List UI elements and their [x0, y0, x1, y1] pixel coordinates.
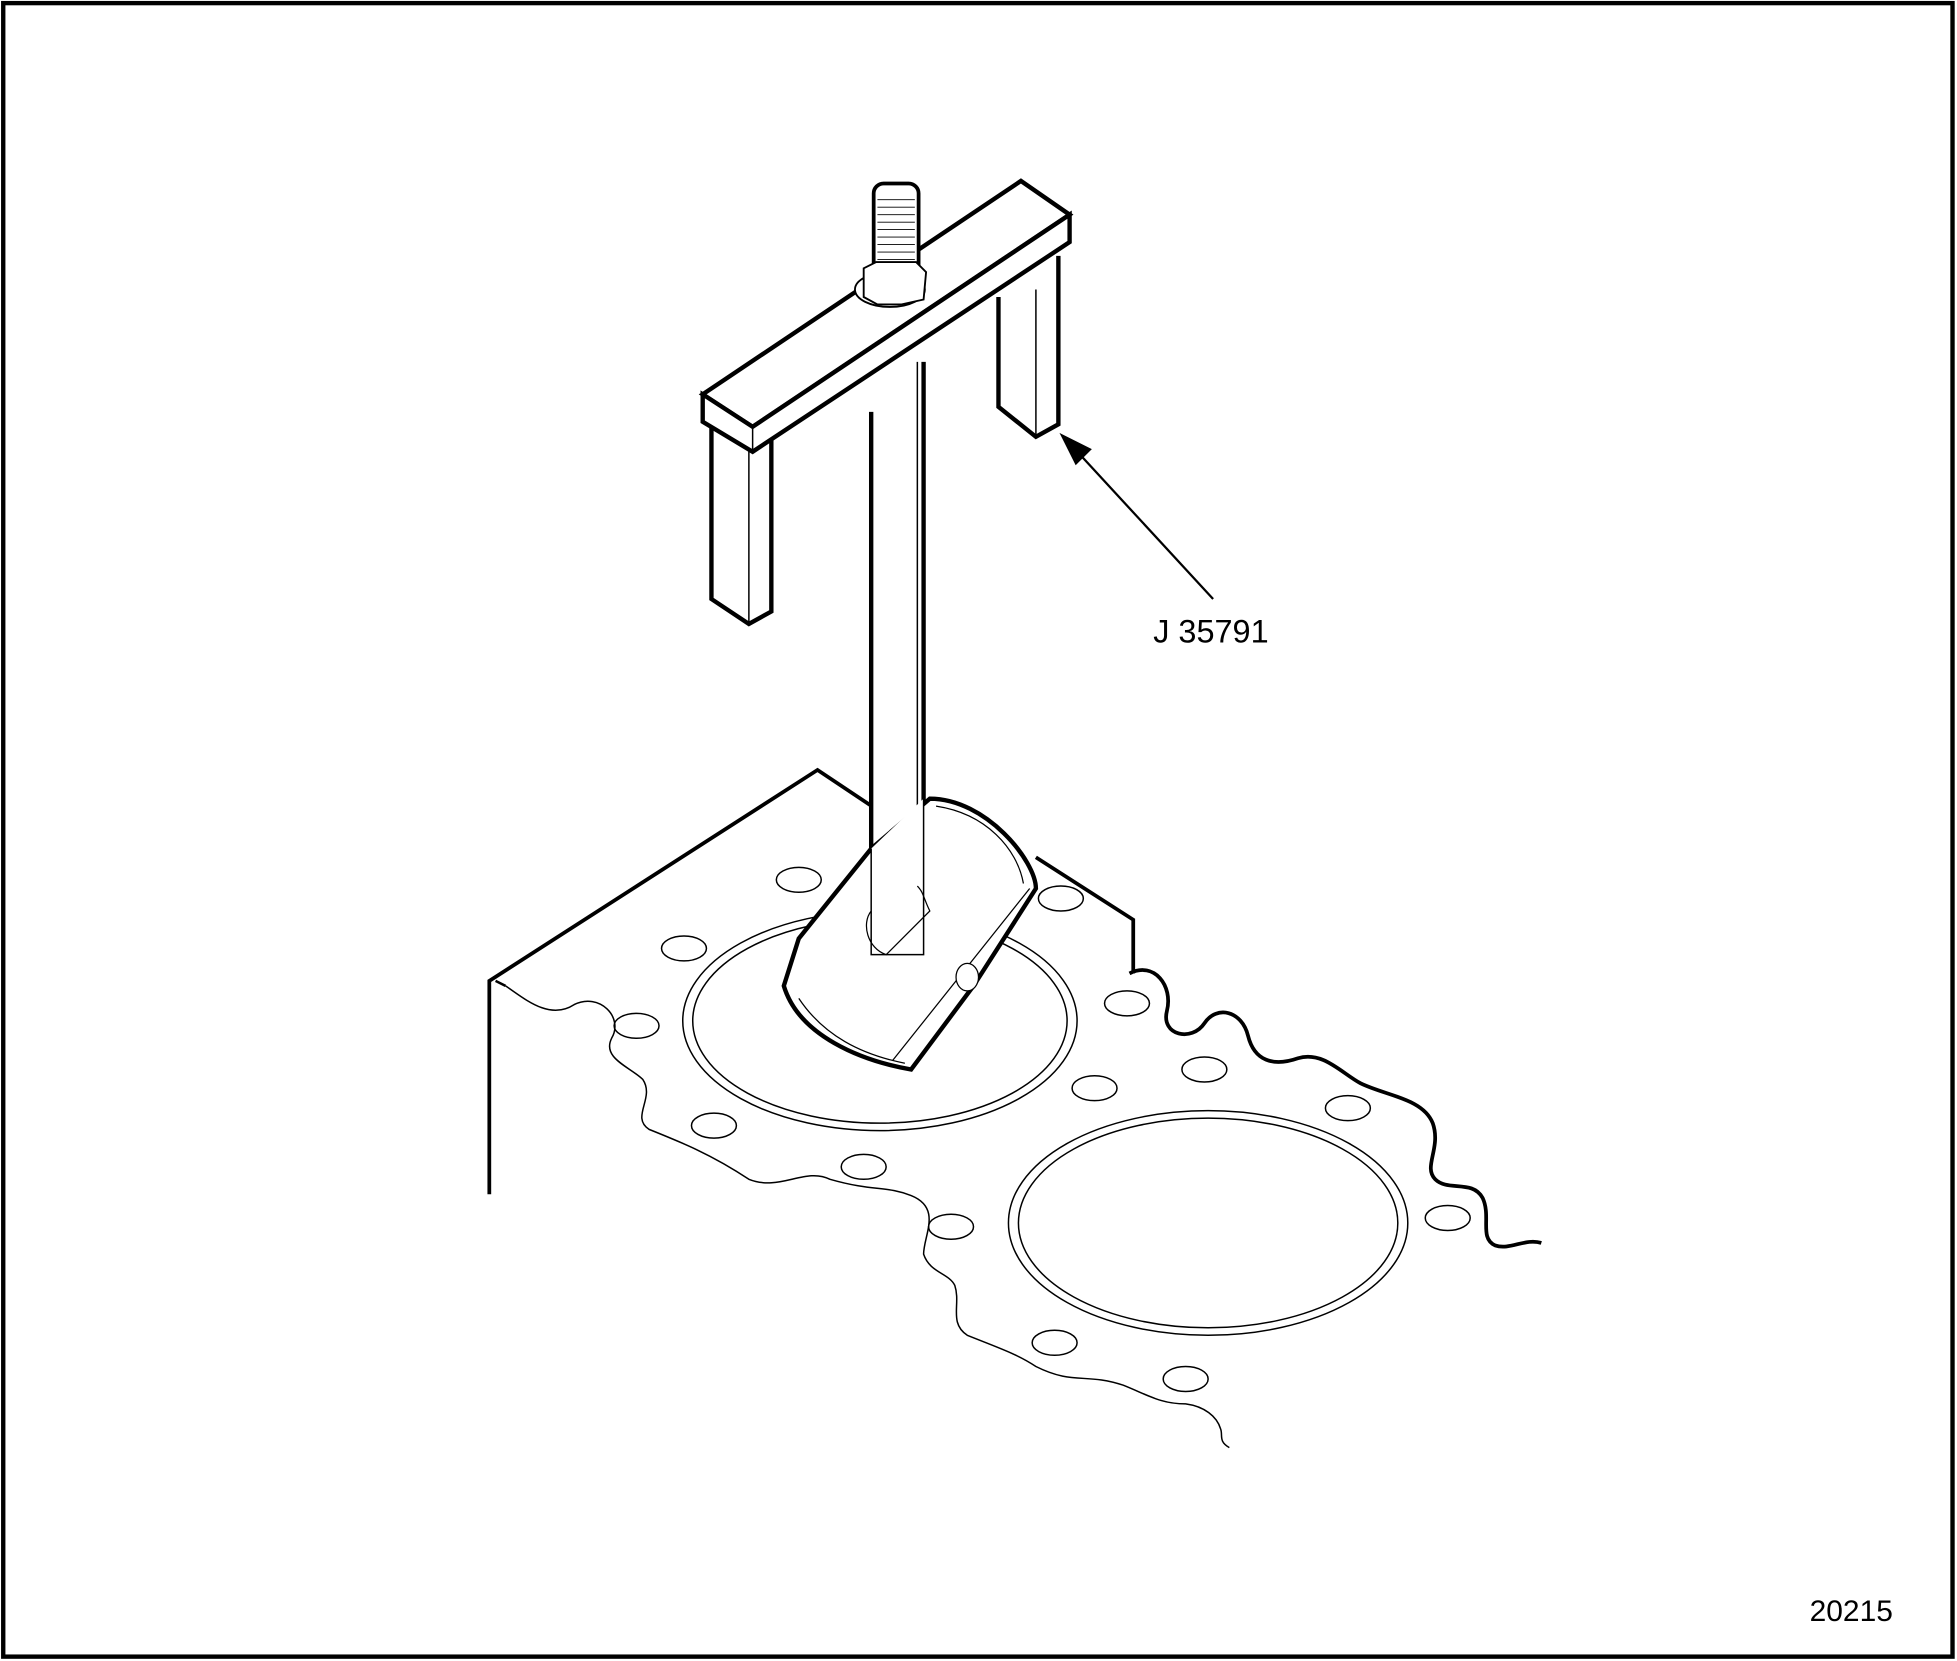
- tool-label: J 35791: [1153, 614, 1268, 650]
- engine-block: [487, 767, 1542, 1449]
- puller-tool-j35791: [698, 178, 1074, 1072]
- leader-arrow: [1059, 432, 1214, 600]
- figure-number: 20215: [1810, 1595, 1893, 1628]
